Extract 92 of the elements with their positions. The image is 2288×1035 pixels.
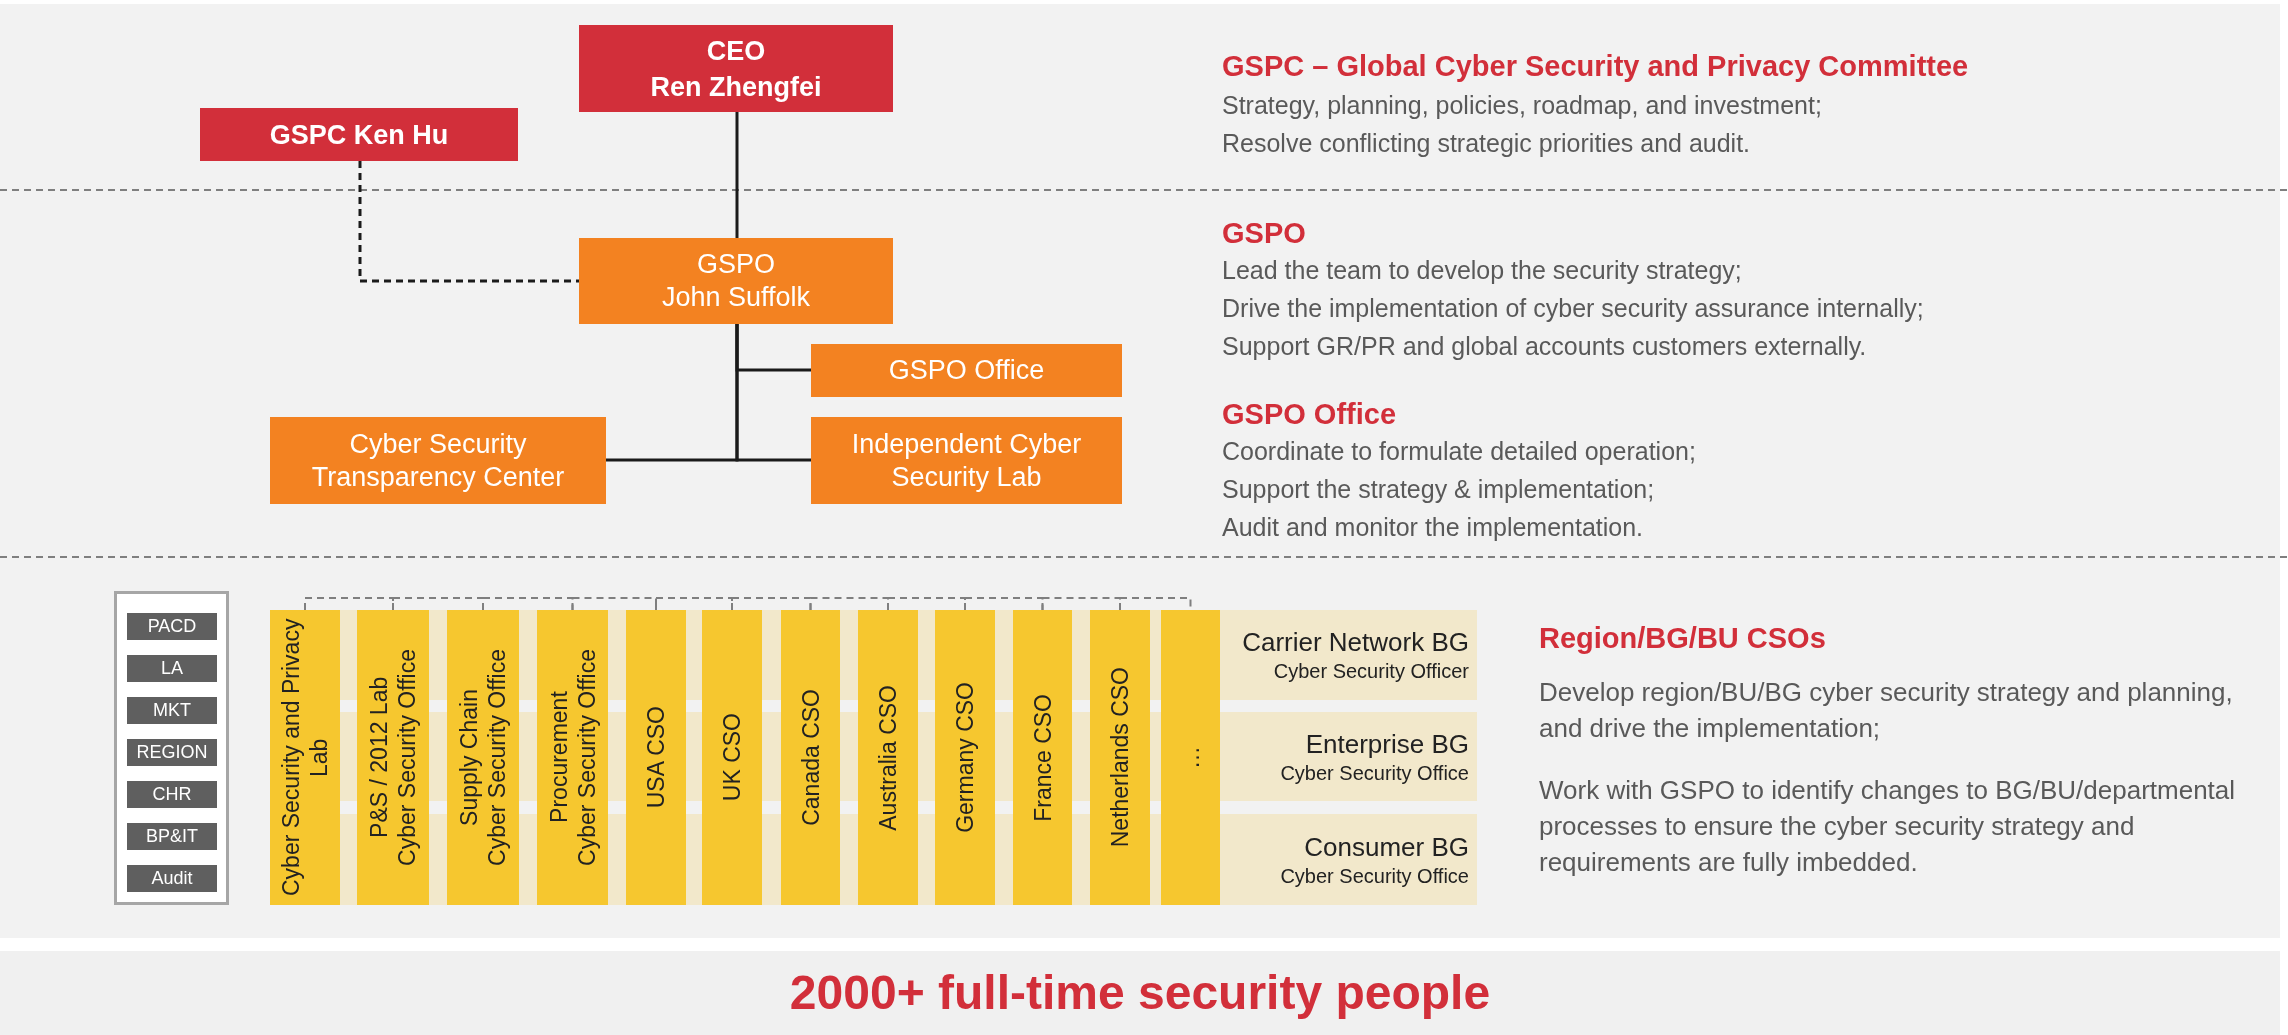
officer-title: Cyber Security Officer — [1273, 659, 1469, 684]
description-text: Develop region/BU/BG cyber security strategy and planning, and drive the implementation; — [1539, 676, 2234, 745]
connector-line — [887, 597, 966, 611]
function-tag — [127, 613, 217, 640]
function-tag — [127, 865, 217, 892]
unit-column — [1161, 610, 1220, 905]
unit-label: Supply Chain — [455, 688, 483, 828]
bg-name: Consumer BG — [1304, 830, 1469, 863]
bg-name: Enterprise BG — [1305, 727, 1469, 760]
unit-column — [858, 610, 918, 905]
function-tag — [127, 655, 217, 682]
unit-label: Canada CSO — [796, 689, 825, 826]
bg-row — [1220, 814, 1477, 905]
box-label: CHR — [151, 783, 193, 806]
org-box — [579, 238, 893, 324]
bg-row — [1220, 712, 1477, 801]
unit-label: Procurement — [544, 690, 573, 826]
description-text: Drive the implementation of cyber security assurance internally; — [1222, 293, 1924, 324]
connector-line — [606, 324, 739, 462]
caption-text: 2000+ full-time security people — [789, 965, 1491, 1021]
unit-label: Australia CSO — [874, 684, 902, 831]
unit-column — [702, 610, 762, 905]
connector-line — [1041, 597, 1121, 611]
connector-line — [482, 597, 574, 611]
unit-column — [935, 610, 995, 905]
connector-line — [571, 597, 657, 611]
box-label: GSPC Ken Hu — [268, 118, 450, 152]
box-label: Cyber Security Transparency Center — [310, 427, 566, 494]
bg-name: Carrier Network BG — [1242, 626, 1469, 658]
connector-line — [655, 597, 733, 611]
unit-column — [357, 610, 429, 905]
unit-label: Cyber Security Office — [483, 649, 511, 866]
box-label: Audit — [150, 867, 194, 890]
group-frame — [114, 591, 229, 905]
box-label: Independent Cyber Security Lab — [850, 427, 1083, 494]
description-text: Support the strategy & implementation; — [1222, 474, 1655, 505]
section-heading: GSPO — [1222, 216, 1306, 251]
org-box — [579, 25, 893, 112]
function-tag — [127, 823, 217, 850]
description-text: Audit and monitor the implementation. — [1222, 512, 1644, 543]
description-text: Support GR/PR and global accounts customers externally. — [1222, 331, 1867, 362]
officer-title: Cyber Security Office — [1280, 760, 1469, 786]
unit-label: Cyber Security Office — [572, 649, 601, 866]
bg-row — [1220, 610, 1477, 700]
section-heading: Region/BG/BU CSOs — [1539, 621, 1826, 656]
connector-line — [809, 597, 889, 611]
unit-label: USA CSO — [642, 706, 670, 809]
description-text: Coordinate to formulate detailed operation; — [1222, 436, 1696, 467]
box-label: Ren Zhengfei — [649, 70, 823, 104]
unit-column — [1013, 610, 1072, 905]
unit-label: UK CSO — [718, 713, 746, 802]
connector-line — [304, 597, 394, 611]
unit-label: Netherlands CSO — [1106, 667, 1134, 848]
unit-column — [270, 610, 340, 905]
unit-column — [1090, 610, 1150, 905]
description-text: Lead the team to develop the security strategy; — [1222, 255, 1742, 286]
unit-column — [781, 610, 840, 905]
unit-column — [447, 610, 519, 905]
unit-label: Cyber Security and Privacy Lab — [277, 617, 333, 899]
box-label: MKT — [152, 699, 192, 722]
connector-line — [358, 161, 579, 283]
org-box — [200, 108, 518, 161]
unit-column — [537, 610, 608, 905]
box-label: BP&IT — [145, 825, 199, 848]
box-label: PACD — [146, 615, 198, 638]
org-box — [811, 344, 1122, 397]
unit-label: P&S / 2012 Lab — [365, 675, 393, 841]
unit-column — [626, 610, 686, 905]
section-heading: GSPC – Global Cyber Security and Privacy Committee — [1222, 49, 1969, 84]
section-heading: GSPO Office — [1222, 397, 1397, 432]
description-text: Strategy, planning, policies, roadmap, and investment; — [1222, 90, 1822, 121]
officer-title: Cyber Security Office — [1280, 863, 1469, 889]
org-box — [270, 417, 606, 504]
function-tag — [127, 697, 217, 724]
description-text: Work with GSPO to identify changes to BG/BU/departmental processes to ensure the cyber security strategy and requirements are fully imbedded. — [1539, 774, 2237, 879]
connector-line — [735, 112, 739, 238]
box-label: CEO — [705, 34, 767, 68]
unit-label: … — [1176, 746, 1205, 769]
connector-line — [731, 597, 812, 611]
box-label: REGION — [135, 741, 209, 764]
box-label: John Suffolk — [660, 281, 812, 314]
box-label: LA — [160, 657, 184, 680]
unit-label: Germany CSO — [951, 682, 979, 833]
org-box — [811, 417, 1122, 504]
box-label: GSPO Office — [887, 354, 1046, 387]
function-tag — [127, 781, 217, 808]
connector-line — [964, 597, 1044, 611]
unit-label: France CSO — [1028, 693, 1057, 822]
description-text: Resolve conflicting strategic priorities and audit. — [1222, 128, 1751, 159]
function-tag — [127, 739, 217, 766]
unit-label: Cyber Security Office — [393, 649, 421, 866]
box-label: GSPO — [696, 248, 776, 281]
